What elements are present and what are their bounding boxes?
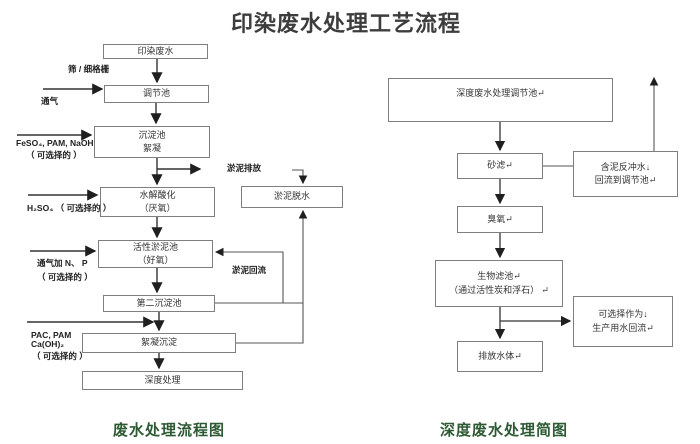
box-regulating-pool-label: 调节池 [142, 88, 170, 99]
arrow-into-dewatering-top [292, 169, 308, 185]
box-sedimentation-pool: 沉淀池 絮凝 [94, 126, 210, 158]
box-deep-regulating-label: 深度废水处理调节池↵ [456, 88, 545, 98]
box-discharge-water: 排放水体↵ [457, 341, 543, 372]
box-ozone: 臭氧↵ [457, 206, 543, 233]
box-advanced-treatment: 深度处理 [82, 371, 243, 390]
arrow-into-dewatering-bottom [236, 209, 308, 344]
label-screen-grid: 筛 / 细格栅 [68, 64, 110, 74]
box-advanced-label: 深度处理 [144, 374, 181, 385]
box-ozone-label: 臭氧↵ [487, 213, 513, 224]
box-reuse-line1: 可选择作为↓ [598, 309, 648, 319]
label-h2so4-optional: H₂SO₄ （ 可选择的 ） [27, 203, 112, 213]
label-optional-1: （ 可选择的 ） [26, 150, 82, 160]
box-sedimentation-line1: 沉淀池 [138, 129, 166, 140]
box-hydrolysis-line1: 水解酸化 [139, 189, 176, 200]
box-deep-regulating-pool: 深度废水处理调节池↵ [388, 78, 613, 122]
box-activated-line1: 活性淤泥池 [132, 241, 178, 252]
box-sand-filter-label: 砂滤↵ [487, 160, 513, 171]
label-feso4-pam-naoh: FeSO₄, PAM, NaOH [16, 138, 94, 148]
box-sedimentation-line2: 絮凝 [142, 143, 161, 153]
box-backwash-return: 含泥反冲水↓ 回流到调节池↵ [573, 151, 678, 197]
label-optional-2: （ 可选择的 ） [37, 272, 93, 282]
caption-right-chart: 深度废水处理简图 [440, 423, 569, 439]
box-hydrolysis-line2: （厌氧） [139, 203, 176, 213]
box-backwash-line2: 回流到调节池↵ [594, 175, 657, 185]
box-activated-line2: （好氧） [137, 255, 174, 265]
box-activated-sludge-pool: 活性淤泥池 （好氧） [98, 240, 213, 268]
page-title: 印染废水处理工艺流程 [230, 11, 461, 36]
box-biofilter: 生物滤池↵ （通过活性炭和浮石） ↵ [435, 260, 563, 307]
box-coagulation-label: 絮凝沉淀 [140, 337, 177, 348]
label-caoh2: Ca(OH)₂ [31, 339, 65, 349]
box-discharge-label: 排放水体↵ [478, 350, 522, 361]
box-dye-wastewater-label: 印染废水 [137, 45, 174, 56]
box-biofilter-line1: 生物滤池↵ [477, 271, 521, 281]
label-pac-pam: PAC, PAM [31, 330, 72, 340]
box-sludge-dewatering: 淤泥脱水 [241, 186, 343, 208]
box-dewatering-label: 淤泥脱水 [273, 191, 310, 202]
box-reuse-line2: 生产用水回流↵ [592, 322, 654, 333]
label-aeration: 通气 [41, 96, 59, 106]
box-biofilter-line2: （通过活性炭和浮石） ↵ [449, 284, 549, 295]
box-sand-filter: 砂滤↵ [457, 153, 543, 179]
caption-left-chart: 废水处理流程图 [113, 423, 226, 439]
box-regulating-pool: 调节池 [104, 85, 209, 103]
box-dye-wastewater: 印染废水 [103, 44, 208, 59]
box-secondary-label: 第二沉淀池 [136, 297, 182, 308]
arrow-sludge-return [214, 247, 284, 303]
label-sludge-discharge: 淤泥排放 [227, 163, 262, 173]
box-reuse-water: 可选择作为↓ 生产用水回流↵ [573, 296, 673, 347]
label-sludge-return: 淤泥回流 [232, 265, 267, 275]
box-coagulation-sedimentation: 絮凝沉淀 [82, 333, 236, 353]
label-aeration-n-p: 通气加 N、 P [37, 258, 88, 268]
label-optional-3: （ 可选择的 ） [32, 351, 88, 361]
box-backwash-line1: 含泥反冲水↓ [600, 161, 651, 172]
box-secondary-sedimentation: 第二沉淀池 [103, 295, 215, 312]
box-hydrolysis-acidification: 水解酸化 （厌氧） [100, 187, 215, 217]
